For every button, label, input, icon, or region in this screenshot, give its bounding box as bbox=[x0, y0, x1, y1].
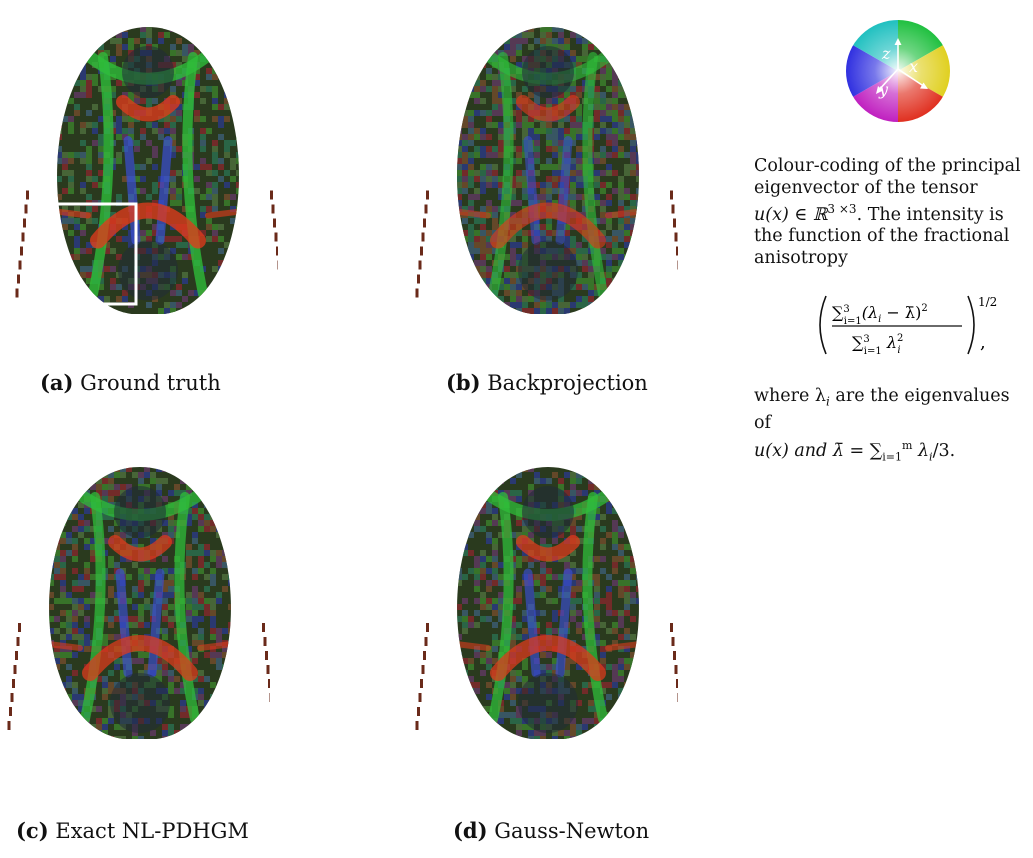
panel-c bbox=[0, 448, 270, 748]
caption-d-text: Gauss-Newton bbox=[494, 819, 650, 843]
legend-mean-sup: m bbox=[901, 438, 913, 452]
axis-label-y: y bbox=[878, 80, 889, 99]
panel-a bbox=[8, 8, 278, 323]
brain-image-c bbox=[7, 467, 270, 739]
legend-mean-rest: λ bbox=[912, 440, 930, 461]
axis-label-x: x bbox=[909, 57, 918, 76]
caption-a: (a) Ground truth bbox=[40, 370, 221, 395]
legend-math-u: u(x) ∈ ℝ bbox=[754, 204, 828, 225]
caption-b-label: (b) bbox=[446, 370, 481, 395]
panel-d bbox=[408, 448, 678, 748]
legend-math-sup: 3 ×3 bbox=[827, 202, 857, 216]
legend-mean-sub: i=1 bbox=[882, 449, 902, 463]
caption-b-text: Backprojection bbox=[487, 371, 648, 395]
legend-mean-end: /3. bbox=[932, 440, 956, 461]
brain-image-d bbox=[415, 467, 678, 739]
legend-text-3: where λi are the eigenvalues of u(x) and… bbox=[754, 386, 1029, 467]
brain-image-a bbox=[15, 27, 278, 314]
legend-mean-sub2: i bbox=[929, 449, 933, 463]
caption-b: (b) Backprojection bbox=[446, 370, 648, 395]
caption-d-label: (d) bbox=[453, 818, 488, 843]
caption-c: (c) Exact NL-PDHGM bbox=[16, 818, 249, 843]
legend-sentence-2: . The intensity is the function of the f… bbox=[754, 204, 1010, 268]
formula-comma: , bbox=[980, 332, 986, 353]
caption-c-label: (c) bbox=[16, 818, 49, 843]
brain-image-b bbox=[415, 27, 678, 314]
caption-c-text: Exact NL-PDHGM bbox=[55, 819, 249, 843]
legend-sentence-1: Colour-coding of the principal eigenvect… bbox=[754, 156, 1021, 198]
legend-where: where λ bbox=[754, 386, 826, 406]
caption-d: (d) Gauss-Newton bbox=[453, 818, 649, 843]
axis-label-z: z bbox=[881, 44, 891, 63]
colour-wheel: z x y bbox=[845, 19, 951, 123]
legend-where-rest: are the eigenvalues of bbox=[754, 386, 1010, 433]
legend-where-sub: i bbox=[825, 394, 830, 409]
caption-a-text: Ground truth bbox=[80, 371, 221, 395]
legend-text-1: Colour-coding of the principal eigenvect… bbox=[754, 156, 1029, 269]
legend-mean: u(x) and λ̄ = ∑ bbox=[754, 440, 883, 461]
caption-a-label: (a) bbox=[40, 370, 74, 395]
panel-b bbox=[408, 8, 678, 323]
